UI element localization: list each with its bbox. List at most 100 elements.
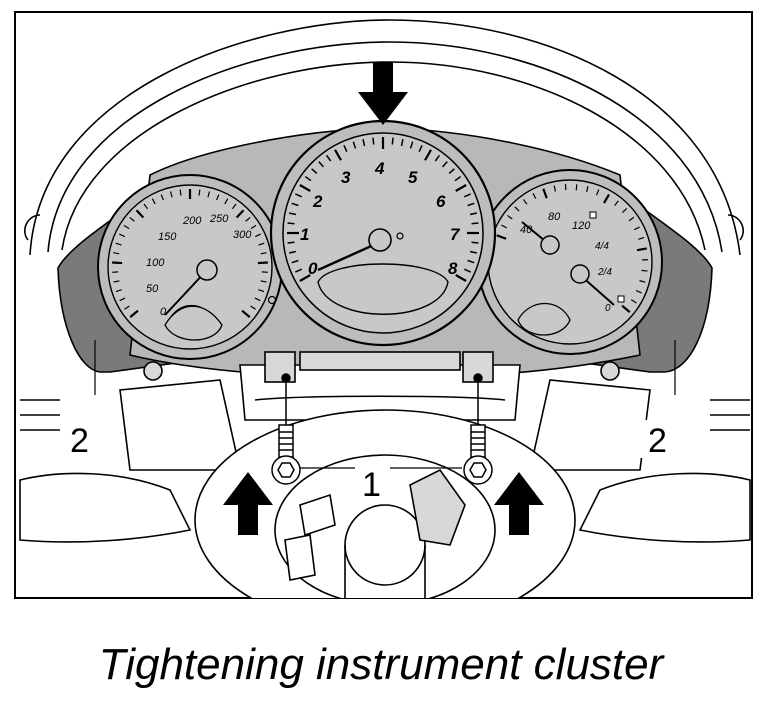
gauge-tick bbox=[639, 280, 646, 283]
gauge-tick bbox=[241, 309, 251, 318]
gauge-tick bbox=[630, 299, 637, 304]
gauge-tick bbox=[207, 191, 211, 198]
right-screw bbox=[463, 373, 493, 485]
gauge-tick bbox=[258, 289, 265, 293]
temp-scale-80: 80 bbox=[548, 211, 561, 223]
gauge-tick bbox=[119, 297, 126, 302]
tacho-scale-7: 7 bbox=[450, 225, 461, 244]
up-arrow-right bbox=[494, 472, 544, 535]
speedo-scale-200: 200 bbox=[182, 215, 202, 227]
gauge-tick bbox=[621, 304, 631, 313]
gauge-tick bbox=[119, 233, 125, 238]
callout-2-right: 2 bbox=[648, 422, 667, 460]
temp-scale-120: 120 bbox=[572, 220, 591, 232]
speedometer: 0 50 100 150 200 250 300 bbox=[97, 174, 283, 360]
gauge-tick bbox=[522, 199, 528, 205]
gauge-tick bbox=[334, 149, 342, 161]
fuel-scale-0: 0 bbox=[605, 303, 611, 314]
gauge-tick bbox=[287, 241, 295, 244]
gauge-tick bbox=[291, 202, 299, 207]
gauge-tick bbox=[575, 184, 578, 191]
tacho-scale-1: 1 bbox=[300, 225, 309, 244]
gauge-tick bbox=[471, 241, 479, 244]
gauge-tick bbox=[129, 309, 139, 318]
gauge-tick bbox=[135, 209, 145, 219]
tacho-scale-4: 4 bbox=[374, 159, 385, 178]
gauge-tick bbox=[471, 222, 479, 225]
gauge-tick bbox=[638, 236, 645, 240]
gauge-tick bbox=[318, 161, 325, 168]
gauge-tick bbox=[424, 149, 432, 161]
up-arrow-left bbox=[223, 472, 273, 535]
gauge-tick bbox=[288, 250, 297, 254]
gauge-tick bbox=[123, 224, 130, 230]
gauge-tick bbox=[418, 144, 423, 152]
gauge-tick bbox=[621, 208, 628, 214]
gauge-tick bbox=[294, 268, 302, 273]
gauge-tick bbox=[325, 154, 332, 162]
tacho-scale-3: 3 bbox=[341, 168, 351, 187]
gauge-tick bbox=[198, 189, 201, 196]
speedo-scale-300: 300 bbox=[233, 229, 252, 241]
gauge-tick bbox=[409, 141, 414, 149]
gauge-tick bbox=[299, 184, 311, 192]
gauge-tick bbox=[112, 261, 123, 265]
gauge-tick bbox=[467, 202, 475, 207]
gauge-tick bbox=[454, 175, 462, 182]
gauge-tick bbox=[464, 268, 472, 273]
gauge-tick bbox=[169, 191, 173, 198]
tacho-scale-5: 5 bbox=[408, 168, 418, 187]
gauge-tick bbox=[255, 233, 261, 238]
gauge-tick bbox=[514, 206, 520, 212]
gauge-tick bbox=[362, 138, 366, 147]
gauge-tick bbox=[129, 216, 135, 222]
speedo-scale-250: 250 bbox=[209, 213, 229, 225]
gauge-tick bbox=[628, 216, 635, 222]
mounting-tabs bbox=[143, 351, 620, 383]
speedo-scale-100: 100 bbox=[146, 257, 165, 269]
tachometer: 0 1 2 3 4 5 6 7 8 bbox=[269, 119, 497, 347]
gauge-tick bbox=[113, 252, 120, 255]
gauge-tick bbox=[143, 203, 149, 210]
gauge-tick bbox=[287, 222, 295, 225]
gauge-tick bbox=[532, 193, 537, 199]
speedo-scale-0: 0 bbox=[160, 306, 167, 318]
gauge-tick bbox=[311, 168, 318, 175]
gauge-tick bbox=[258, 242, 265, 246]
gauge-tick bbox=[260, 280, 267, 283]
temp-fuel-gauge: 40 80 120 0 2/4 4/4 bbox=[477, 169, 663, 355]
gauge-tick bbox=[288, 212, 297, 216]
figure-caption: Tightening instrument cluster bbox=[98, 640, 664, 689]
gauge-tick bbox=[496, 234, 507, 240]
speedo-scale-50: 50 bbox=[146, 283, 159, 295]
gauge-tick bbox=[501, 224, 507, 229]
gauge-tick bbox=[634, 226, 640, 231]
gauge-tick bbox=[553, 185, 557, 192]
gauge-tick bbox=[179, 189, 182, 196]
gauge-tick bbox=[467, 259, 475, 264]
gauge-tick bbox=[507, 214, 513, 220]
gauge-tick bbox=[455, 184, 467, 192]
left-screw bbox=[271, 373, 301, 485]
gauge-tick bbox=[245, 216, 251, 222]
callout-2-left: 2 bbox=[70, 422, 89, 460]
gauge-tick bbox=[455, 274, 467, 282]
tacho-scale-2: 2 bbox=[312, 192, 323, 211]
gauge-tick bbox=[254, 297, 261, 302]
gauge-tick bbox=[603, 193, 610, 204]
gauge-tick bbox=[235, 209, 245, 219]
tacho-scale-6: 6 bbox=[436, 192, 446, 211]
gauge-tick bbox=[260, 252, 267, 255]
gauge-tick bbox=[115, 242, 122, 246]
gauge-tick bbox=[257, 261, 268, 265]
gauge-tick bbox=[124, 305, 130, 310]
gauge-tick bbox=[372, 137, 375, 145]
gauge-tick bbox=[636, 247, 648, 252]
gauge-tick bbox=[231, 203, 237, 210]
fuel-scale-2-4: 2/4 bbox=[597, 267, 612, 278]
gauge-tick bbox=[391, 137, 394, 145]
gauge-tick bbox=[294, 193, 302, 198]
gauge-tick bbox=[113, 280, 120, 283]
speedo-scale-150: 150 bbox=[158, 231, 177, 243]
